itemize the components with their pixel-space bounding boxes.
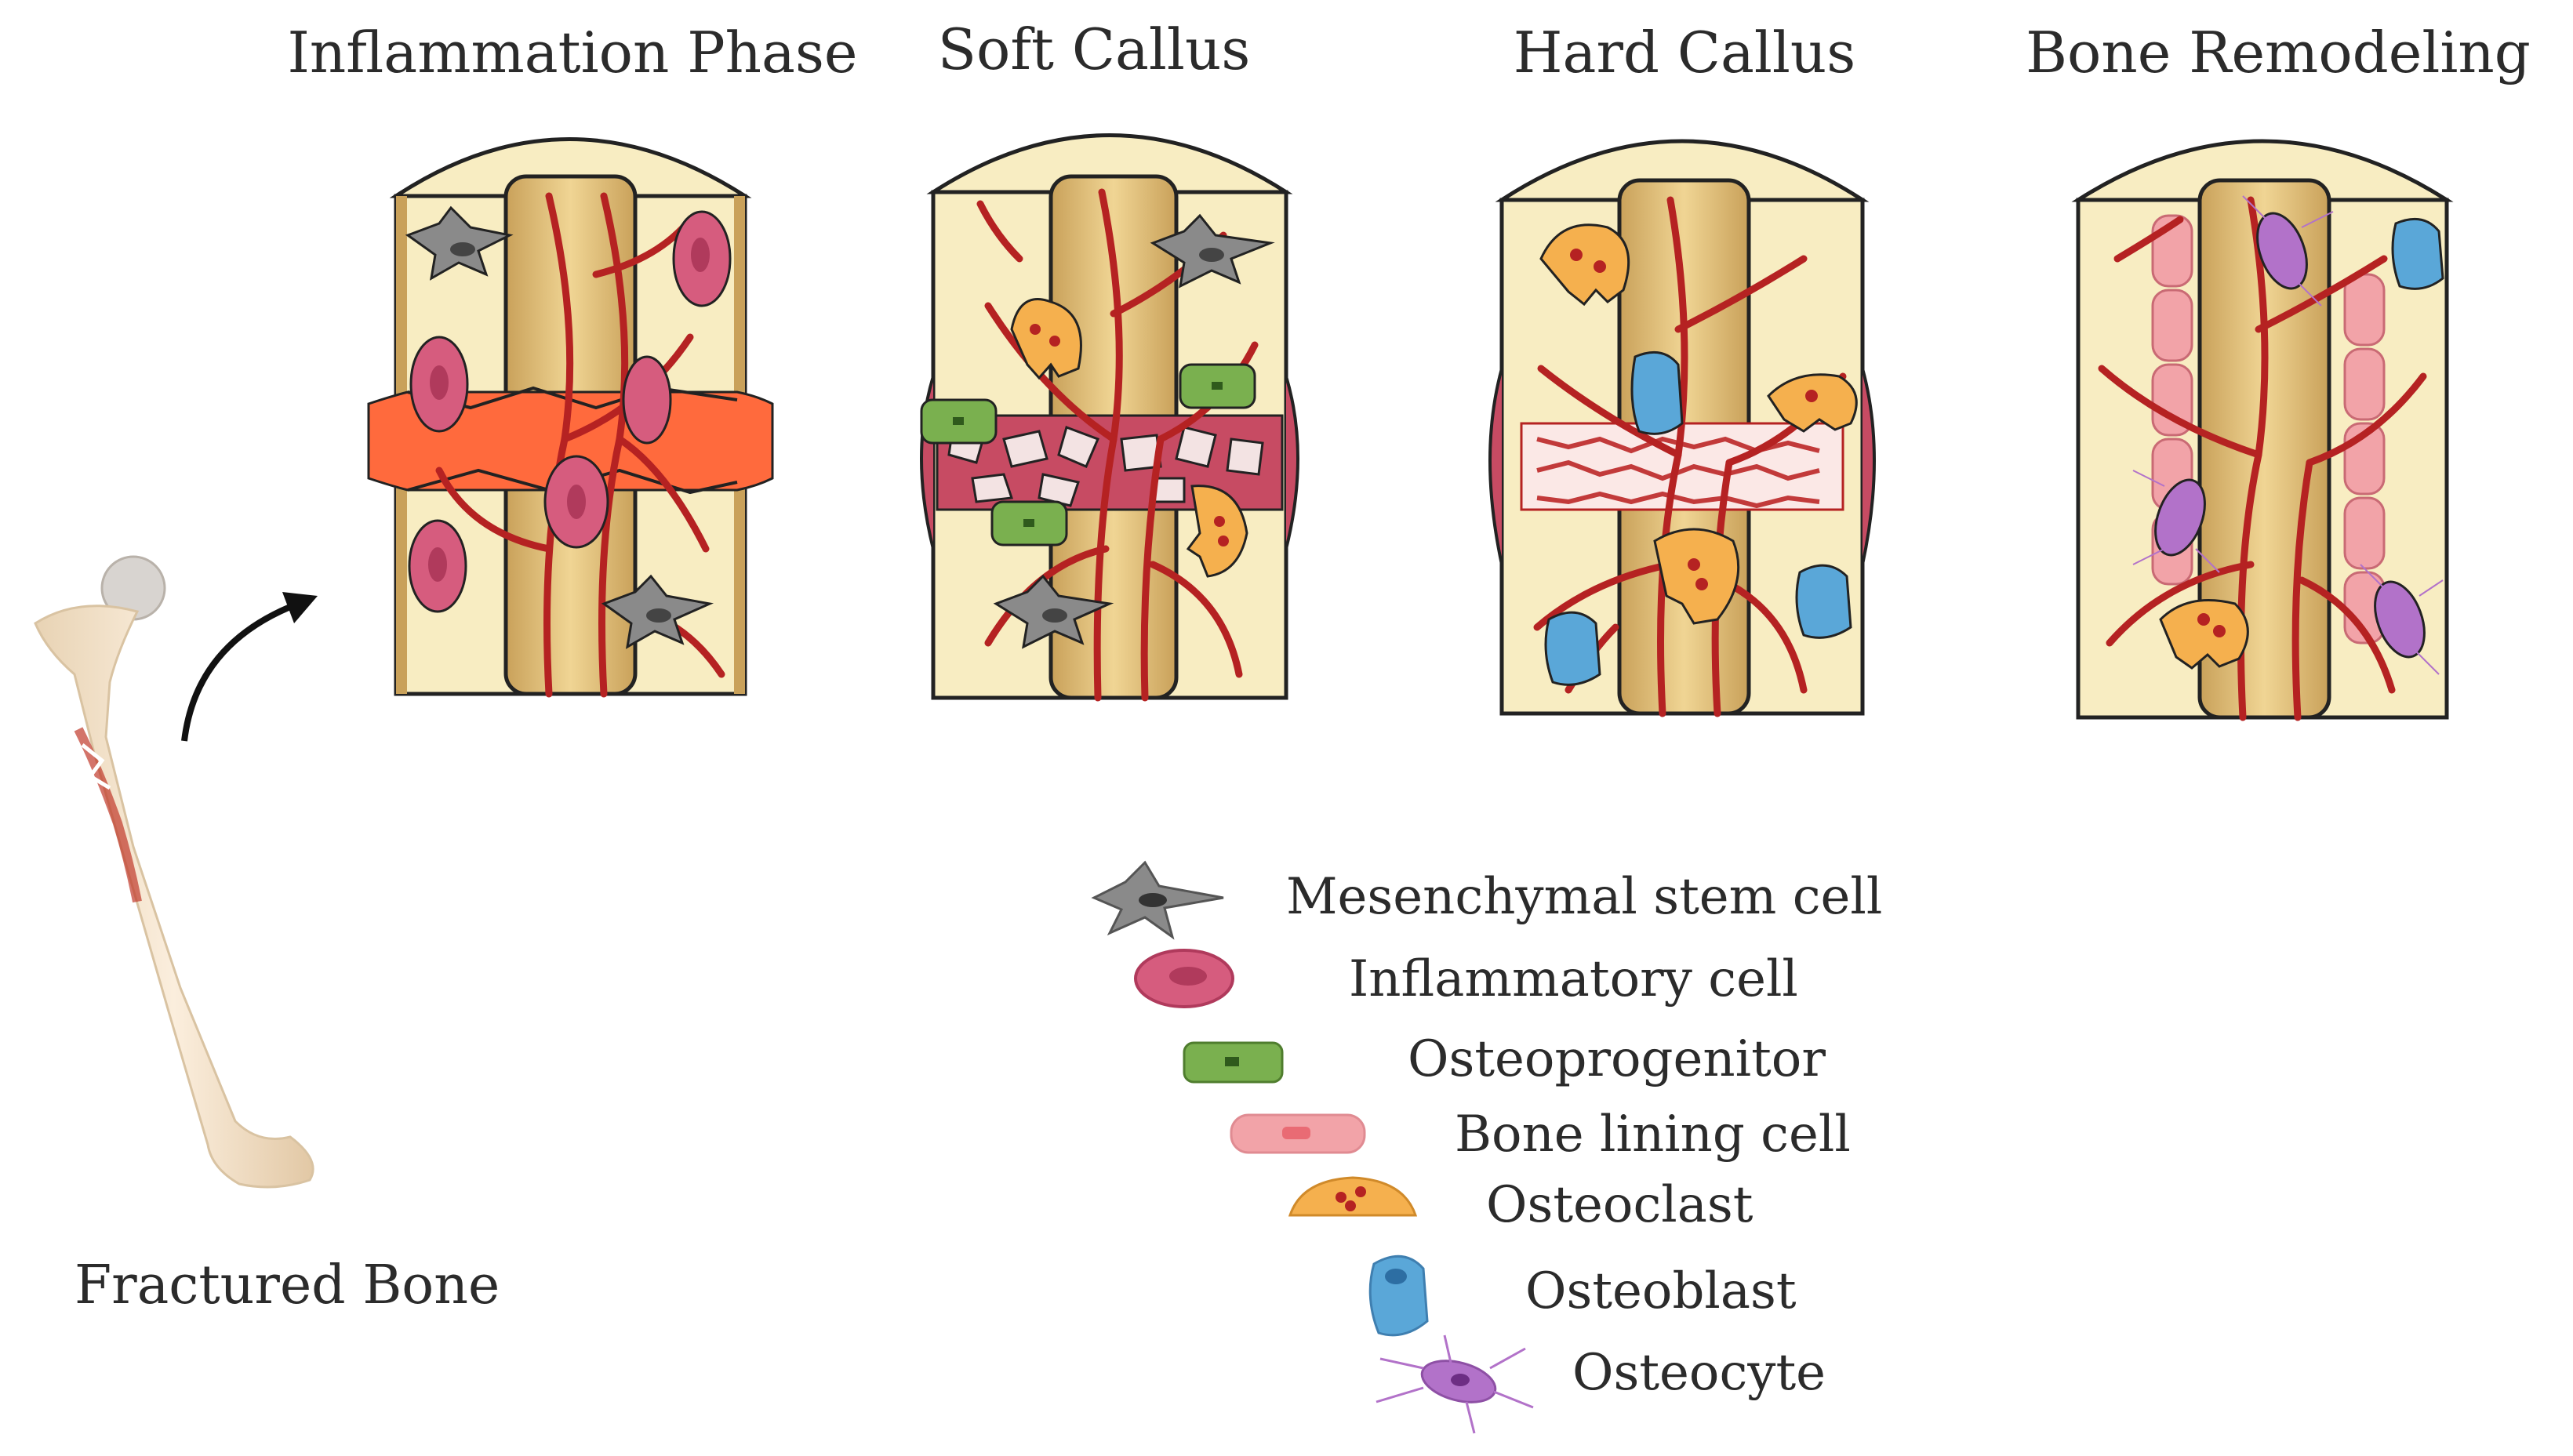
inflammatory-cell — [543, 455, 609, 549]
osteoclast-icon — [1288, 1176, 1418, 1217]
stage-title-inflammation: Inflammation Phase — [287, 20, 857, 85]
inflammatory-cell-icon — [1134, 949, 1234, 1008]
legend-label-osteocyte: Osteocyte — [1572, 1344, 1826, 1402]
osteocyte — [2132, 470, 2220, 573]
osteoblast-icon — [1368, 1254, 1429, 1337]
osteocyte — [2360, 564, 2444, 675]
stage-title-bone-remodeling: Bone Remodeling — [2026, 20, 2531, 85]
osteoblast — [2391, 217, 2444, 290]
legend-label-mesenchymal-stem-cell: Mesenchymal stem cell — [1286, 868, 1882, 926]
osteocyte — [2242, 195, 2334, 307]
inflammatory-cell — [622, 355, 672, 445]
stage-title-soft-callus: Soft Callus — [938, 16, 1251, 82]
legend-label-osteoclast: Osteoclast — [1486, 1176, 1753, 1234]
mesenchymal-stem-cell — [601, 574, 714, 649]
mesenchymal-stem-cell — [993, 574, 1114, 649]
osteoclast — [1010, 298, 1082, 380]
stage-inflammation-illustration — [367, 137, 774, 698]
fractured-bone-label: Fractured Bone — [75, 1254, 500, 1316]
osteoprogenitor — [990, 500, 1068, 546]
inflammatory-cell — [408, 519, 467, 613]
inflammatory-cell — [409, 336, 469, 433]
osteocyte-icon — [1376, 1334, 1534, 1434]
mesenchymal-stem-cell — [405, 205, 514, 281]
osteoprogenitor-icon — [1183, 1041, 1284, 1084]
osteoprogenitor — [920, 398, 998, 445]
legend: Mesenchymal stem cell Inflammatory cell … — [1091, 860, 1882, 1434]
mesenchymal-stem-cell-icon — [1091, 860, 1224, 940]
osteoblast — [1544, 611, 1601, 686]
osteoclast — [1539, 223, 1630, 307]
legend-label-osteoprogenitor: Osteoprogenitor — [1408, 1030, 1826, 1088]
legend-label-inflammatory-cell: Inflammatory cell — [1349, 950, 1798, 1008]
stage-soft-callus-illustration — [920, 133, 1299, 702]
legend-label-bone-lining-cell: Bone lining cell — [1455, 1106, 1851, 1164]
osteoprogenitor — [1179, 363, 1256, 409]
inflammatory-cell — [672, 210, 732, 307]
mesenchymal-stem-cell — [1150, 213, 1275, 289]
osteoclast — [1767, 373, 1858, 433]
osteoclast — [1186, 485, 1248, 578]
bone-lining-cell-icon — [1230, 1113, 1366, 1154]
osteoblast — [1795, 564, 1852, 639]
curved-arrow-icon — [181, 592, 318, 742]
stage-bone-remodeling-illustration — [2071, 139, 2454, 721]
legend-label-osteoblast: Osteoblast — [1525, 1262, 1797, 1320]
stage-hard-callus-illustration — [1488, 139, 1876, 717]
stage-title-hard-callus: Hard Callus — [1514, 20, 1856, 85]
osteoblast — [1630, 350, 1684, 435]
osteoclast — [1653, 528, 1740, 625]
osteoclast — [2159, 599, 2249, 670]
fractured-femur-illustration — [34, 555, 314, 1189]
